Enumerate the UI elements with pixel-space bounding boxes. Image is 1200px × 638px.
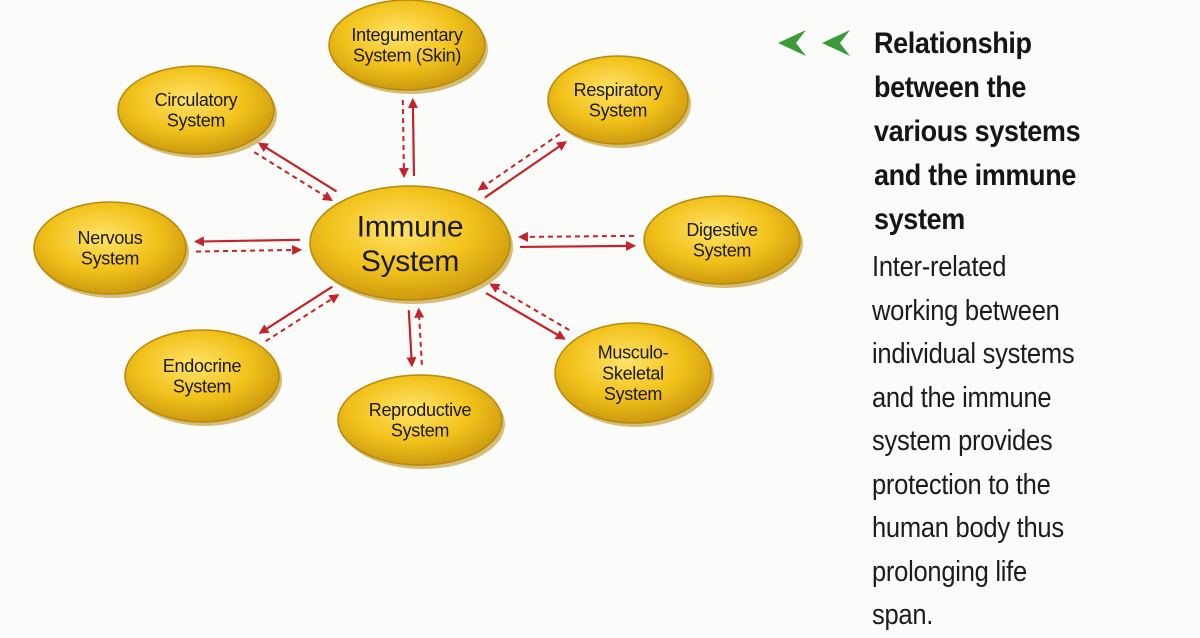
heading-line: and the immune [874,159,1076,192]
body-line: span. [872,599,934,631]
node-label: System [589,101,647,121]
node-ellipse [547,55,689,145]
body-line: prolonging life [872,555,1027,588]
node-ellipse [309,185,511,301]
node-ellipse [117,65,275,155]
node-label: Musculo- [598,343,669,363]
body-line: and the immune [872,381,1052,414]
arrow-from-musculo-skeletal [489,283,570,331]
arrow-to-digestive [520,240,637,251]
node-label: System [167,111,225,131]
node-ellipse [124,329,280,423]
body-line: working between [872,294,1060,327]
node-label: System (Skin) [353,46,461,66]
arrow-from-nervous [196,244,303,255]
arrow-to-endocrine [258,285,333,334]
node-label: Endocrine [163,356,242,376]
node-label: System [391,421,449,441]
arrow-layer [193,97,637,368]
arrow-to-musculo-skeletal [485,292,566,340]
node-label: Skeletal [602,363,664,383]
description-panel: Relationship between the various systems… [776,22,1186,631]
body-line: human body thus [872,512,1064,544]
arrow-from-circulatory [253,151,333,202]
panel-heading: Relationship between the various systems… [874,22,1144,242]
node-label: Digestive [686,220,758,240]
node-label: Respiratory [574,80,663,100]
arrow-from-integumentary [398,100,409,179]
body-line: system provides [872,425,1053,457]
arrow-to-reproductive [406,310,417,368]
arrow-from-respiratory [477,133,561,191]
arrow-from-digestive [517,231,634,242]
node-ellipse [33,201,187,295]
body-line: individual systems [872,338,1075,370]
heading-line: between the [874,71,1027,104]
heading-line: system [874,203,965,236]
body-line: protection to the [872,468,1051,501]
node-ellipse [643,195,801,285]
node-ellipse [337,374,503,466]
arrow-from-endocrine [265,294,340,343]
node-ellipse [328,0,486,91]
node-label: System [604,384,662,404]
arrow-to-nervous [193,236,300,247]
node-label: System [361,245,459,278]
node-label: Circulatory [155,90,238,110]
heading-line: various systems [874,115,1081,148]
node-label: System [693,241,751,261]
node-label: Immune [357,210,464,243]
node-ellipse [554,322,712,424]
node-label: System [173,377,231,397]
node-label: Integumentary [351,25,462,45]
arrow-to-respiratory [484,141,568,199]
node-label: Reproductive [369,400,472,420]
arrow-from-reproductive [414,307,425,365]
double-chevron-left-icon [778,30,850,56]
panel-body-text: Inter-related working between individual… [872,246,1136,638]
heading-line: Relationship [874,27,1032,60]
node-label: System [81,249,139,269]
arrow-to-circulatory [257,142,338,193]
node-label: Nervous [78,228,143,248]
body-line: Inter-related [872,251,1007,283]
arrow-to-integumentary [407,97,418,176]
